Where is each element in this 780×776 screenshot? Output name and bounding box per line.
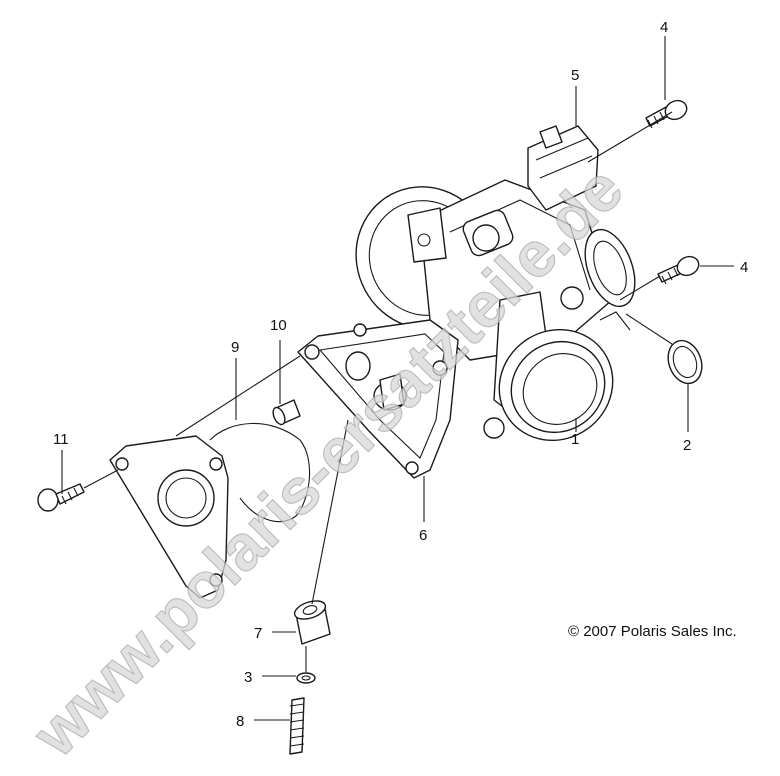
callout-4-top: 4 <box>660 19 668 36</box>
bushing <box>293 600 331 645</box>
callout-6: 6 <box>419 527 427 544</box>
washer <box>296 672 316 684</box>
pin <box>272 399 301 426</box>
callout-8: 8 <box>236 713 244 730</box>
callout-3: 3 <box>244 669 252 686</box>
callout-1: 1 <box>571 431 579 448</box>
callout-4-right: 4 <box>740 259 748 276</box>
screw-right <box>657 255 700 285</box>
callout-9: 9 <box>231 339 239 356</box>
callout-11: 11 <box>53 431 69 448</box>
end-cover <box>109 435 229 599</box>
stud <box>289 697 305 755</box>
copyright-notice: © 2007 Polaris Sales Inc. <box>568 623 737 640</box>
callout-5: 5 <box>571 67 579 84</box>
callout-10: 10 <box>270 317 287 334</box>
throttle-body <box>355 179 636 442</box>
cover-housing <box>297 319 459 479</box>
callout-numbers: 4 5 4 2 1 6 10 9 11 7 3 8 <box>53 19 748 730</box>
callout-7: 7 <box>254 625 262 642</box>
gasket <box>209 422 311 523</box>
leader-lines <box>61 36 734 721</box>
o-ring <box>667 339 703 385</box>
screw-left <box>37 483 85 512</box>
sensor-connector <box>527 125 599 211</box>
screw-top <box>645 99 688 129</box>
callout-2: 2 <box>683 437 691 454</box>
